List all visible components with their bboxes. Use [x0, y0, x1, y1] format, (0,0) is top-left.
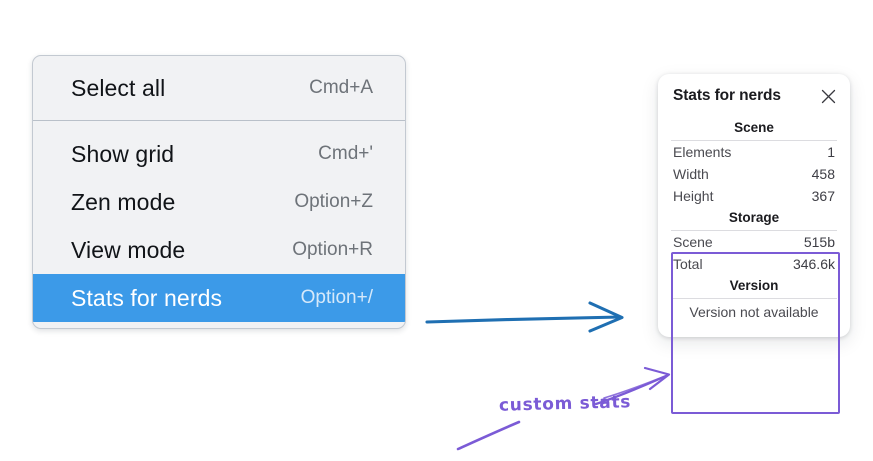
- stat-key: Width: [673, 166, 709, 182]
- menu-group-top: Select all Cmd+A: [33, 62, 405, 114]
- stat-row: Width 458: [658, 163, 850, 185]
- stat-key: Height: [673, 188, 714, 204]
- menu-item-show-grid[interactable]: Show grid Cmd+': [33, 130, 405, 178]
- menu-group-bottom: Show grid Cmd+' Zen mode Option+Z View m…: [33, 121, 405, 322]
- stat-row: Elements 1: [658, 141, 850, 163]
- stat-value: 346.6k: [792, 256, 835, 272]
- menu-item-shortcut: Option+Z: [294, 191, 373, 212]
- menu-item-label: View mode: [71, 236, 186, 263]
- section-rule: [671, 298, 837, 299]
- menu-item-label: Select all: [71, 74, 166, 101]
- menu-separator: [33, 120, 405, 121]
- stat-key: Total: [673, 256, 703, 272]
- menu-item-zen-mode[interactable]: Zen mode Option+Z: [33, 178, 405, 226]
- stat-value: 458: [811, 166, 835, 182]
- close-icon[interactable]: [820, 88, 837, 105]
- context-menu[interactable]: Select all Cmd+A Show grid Cmd+' Zen mod…: [32, 55, 406, 329]
- menu-item-label: Show grid: [71, 140, 175, 167]
- menu-item-select-all[interactable]: Select all Cmd+A: [33, 62, 405, 114]
- menu-item-label: Zen mode: [71, 188, 176, 215]
- stats-panel: Stats for nerds Scene Elements 1 Width 4…: [658, 74, 850, 337]
- menu-item-shortcut: Cmd+': [318, 143, 373, 164]
- stats-panel-header: Stats for nerds: [658, 87, 850, 105]
- menu-item-label: Stats for nerds: [71, 284, 223, 311]
- section-rule: [671, 140, 837, 141]
- stat-value: 1: [827, 144, 835, 160]
- section-heading-scene: Scene: [734, 120, 774, 135]
- menu-item-stats-for-nerds[interactable]: Stats for nerds Option+/: [33, 274, 405, 322]
- section-heading-storage: Storage: [728, 210, 780, 225]
- stat-key: Scene: [673, 234, 713, 250]
- menu-item-shortcut: Option+/: [300, 287, 373, 308]
- stat-value: 515b: [803, 234, 835, 250]
- stat-row: Height 367: [658, 185, 850, 207]
- stat-row: Scene 515b: [658, 231, 850, 253]
- menu-item-view-mode[interactable]: View mode Option+R: [33, 226, 405, 274]
- menu-item-shortcut: Cmd+A: [309, 77, 373, 98]
- annotation-label-custom-stats: custom stats: [498, 392, 632, 416]
- stat-row: Total 346.6k: [658, 253, 850, 275]
- section-heading-version: Version: [729, 278, 779, 293]
- stats-panel-title: Stats for nerds: [673, 87, 781, 104]
- stat-key: Elements: [673, 144, 732, 160]
- menu-item-shortcut: Option+R: [292, 239, 373, 260]
- section-rule: [671, 230, 837, 231]
- underline-stroke-icon: [456, 420, 521, 451]
- stat-value: 367: [811, 188, 835, 204]
- version-note: Version not available: [689, 304, 819, 320]
- blue-arrow-icon: [425, 301, 624, 333]
